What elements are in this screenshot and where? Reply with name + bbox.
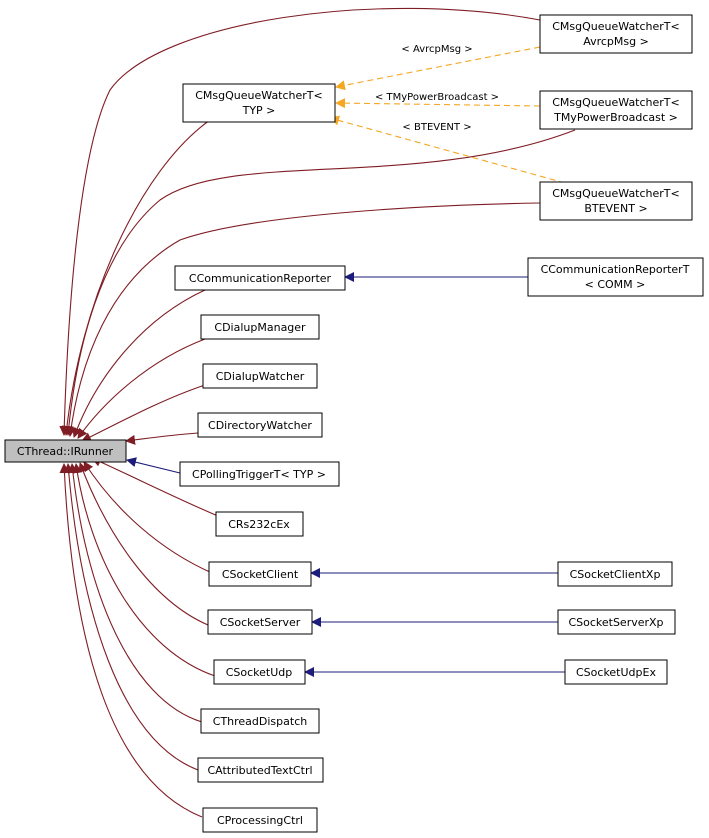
node-dialup-watcher-label: CDialupWatcher <box>216 370 305 383</box>
node-socket-udp-ex-label: CSocketUdpEx <box>576 666 656 679</box>
edge-dialup-watch-to-runner <box>81 384 206 442</box>
node-comm-reporter-t-line1: CCommunicationReporterT <box>541 263 690 276</box>
node-socket-client-xp[interactable]: CSocketClientXp <box>557 561 673 587</box>
node-polling-trigger-label: CPollingTriggerT< TYP > <box>192 468 326 481</box>
edge-msgq-bt-to-runner <box>66 202 541 437</box>
node-msgq-power-line1: CMsgQueueWatcherT< <box>552 96 680 109</box>
node-socket-udp-ex[interactable]: CSocketUdpEx <box>564 659 668 685</box>
node-rs232c-ex[interactable]: CRs232cEx <box>215 511 304 537</box>
node-dialup-manager-label: CDialupManager <box>214 321 306 334</box>
node-thread-dispatch[interactable]: CThreadDispatch <box>200 708 320 734</box>
label-bt: < BTEVENT > <box>402 122 471 133</box>
node-msgq-avrcp-line1: CMsgQueueWatcherT< <box>552 20 680 33</box>
node-msgq-bt-line2: BTEVENT > <box>584 202 647 215</box>
label-avrcp: < AvrcpMsg > <box>401 44 472 55</box>
edge-dir-watch-to-runner <box>125 432 199 445</box>
node-dialup-watcher[interactable]: CDialupWatcher <box>202 363 318 389</box>
node-polling-trigger[interactable]: CPollingTriggerT< TYP > <box>179 461 340 487</box>
node-thread-irunner-label: CThread::IRunner <box>17 445 114 458</box>
node-attributed-text-ctrl[interactable]: CAttributedTextCtrl <box>197 757 324 783</box>
node-socket-udp-label: CSocketUdp <box>226 666 293 679</box>
node-directory-watcher-label: CDirectoryWatcher <box>208 419 312 432</box>
edge-msgq-typ-to-runner <box>61 119 211 436</box>
node-dialup-manager[interactable]: CDialupManager <box>200 314 320 340</box>
node-socket-server-xp[interactable]: CSocketServerXp <box>557 609 676 635</box>
node-comm-reporter[interactable]: CCommunicationReporter <box>174 265 346 291</box>
edge-processing-to-runner <box>59 463 203 818</box>
edge-rs232-to-runner <box>91 457 219 517</box>
edge-msgq-avrcp-to-runner <box>59 7 541 436</box>
node-msgq-bt-line1: CMsgQueueWatcherT< <box>552 187 680 200</box>
node-msgq-typ[interactable]: CMsgQueueWatcherT< TYP > <box>182 83 336 123</box>
node-comm-reporter-t[interactable]: CCommunicationReporterT < COMM > <box>527 257 704 297</box>
edge-attr-text-to-runner <box>63 463 199 771</box>
edge-thread-dispatch-to-runner <box>67 463 203 723</box>
node-msgq-avrcp-line2: AvrcpMsg > <box>583 35 649 48</box>
node-msgq-avrcp[interactable]: CMsgQueueWatcherT< AvrcpMsg > <box>539 14 693 54</box>
label-power: < TMyPowerBroadcast > <box>375 92 499 103</box>
edge-sock-udp-to-runner <box>72 463 216 677</box>
node-msgq-power[interactable]: CMsgQueueWatcherT< TMyPowerBroadcast > <box>539 90 693 130</box>
edge-avrcp-template <box>335 46 541 91</box>
node-processing-ctrl-label: CProcessingCtrl <box>217 814 303 827</box>
node-socket-client[interactable]: CSocketClient <box>208 561 312 587</box>
node-socket-udp[interactable]: CSocketUdp <box>213 659 306 685</box>
node-socket-server-label: CSocketServer <box>220 616 301 629</box>
node-msgq-typ-line2: TYP > <box>242 104 276 117</box>
edge-sock-client-to-runner <box>83 461 213 574</box>
node-thread-irunner[interactable]: CThread::IRunner <box>4 439 127 463</box>
node-attributed-text-ctrl-label: CAttributedTextCtrl <box>207 764 312 777</box>
node-msgq-power-line2: TMyPowerBroadcast > <box>553 111 678 124</box>
node-directory-watcher[interactable]: CDirectoryWatcher <box>197 412 323 438</box>
node-msgq-bt[interactable]: CMsgQueueWatcherT< BTEVENT > <box>539 181 693 221</box>
node-processing-ctrl[interactable]: CProcessingCtrl <box>202 807 318 833</box>
node-socket-client-label: CSocketClient <box>222 568 299 581</box>
edge-sock-server-to-runner <box>78 462 209 626</box>
edge-polling-to-runner <box>126 457 181 474</box>
edge-bt-template <box>329 115 566 184</box>
node-thread-dispatch-label: CThreadDispatch <box>213 715 307 728</box>
edge-dialup-mgr-to-runner <box>77 338 206 439</box>
edge-power-template <box>335 98 541 109</box>
node-comm-reporter-label: CCommunicationReporter <box>189 272 332 285</box>
edge-comm-rep-to-runner <box>72 289 206 438</box>
node-socket-client-xp-label: CSocketClientXp <box>570 568 661 581</box>
node-rs232c-ex-label: CRs232cEx <box>228 518 290 531</box>
node-comm-reporter-t-line2: < COMM > <box>585 278 646 291</box>
edge-msgq-power-to-runner <box>63 129 576 436</box>
node-msgq-typ-line1: CMsgQueueWatcherT< <box>195 89 323 102</box>
node-socket-server[interactable]: CSocketServer <box>207 609 313 635</box>
node-socket-server-xp-label: CSocketServerXp <box>568 616 663 629</box>
